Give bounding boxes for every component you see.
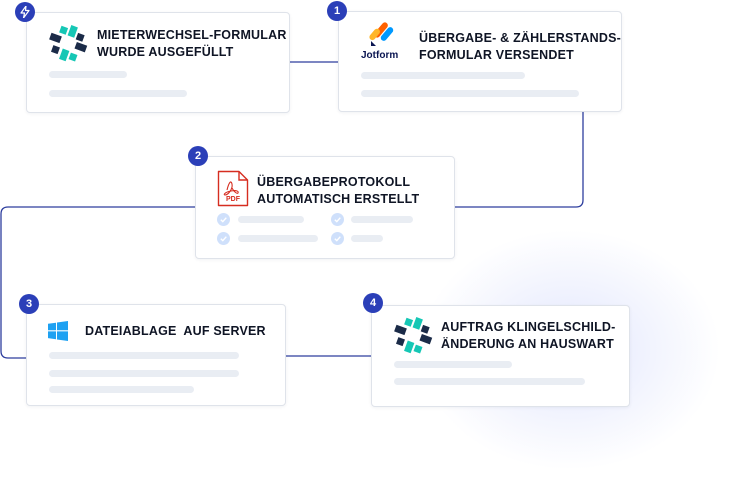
connector-step2-to-step3	[0, 206, 195, 359]
placeholder-bar	[49, 71, 127, 78]
placeholder-bar	[49, 90, 187, 97]
step-badge-3: 3	[19, 294, 39, 314]
server-title: DATEIABLAGE AUF SERVER	[85, 324, 266, 338]
connector-step1-to-step2	[454, 110, 584, 208]
hauswart-card[interactable]: AUFTRAG KLINGELSCHILD- ÄNDERUNG AN HAUSW…	[371, 305, 630, 407]
step-badge-4: 4	[363, 293, 383, 313]
check-icon	[331, 232, 344, 245]
placeholder-bar	[351, 216, 413, 223]
trigger-card[interactable]: MIETERWECHSEL-FORMULAR WURDE AUSGEFÜLLT	[26, 12, 290, 113]
bolt-icon	[20, 6, 30, 18]
check-icon	[217, 213, 230, 226]
trigger-title: MIETERWECHSEL-FORMULAR WURDE AUSGEFÜLLT	[97, 28, 287, 59]
check-icon	[217, 232, 230, 245]
placeholder-bar	[49, 370, 239, 377]
cross-logo-icon	[394, 317, 433, 354]
hauswart-title: AUFTRAG KLINGELSCHILD- ÄNDERUNG AN HAUSW…	[441, 320, 616, 351]
jotform-title: ÜBERGABE- & ZÄHLERSTANDS- FORMULAR VERSE…	[419, 31, 621, 62]
pdf-card[interactable]: PDF ÜBERGABEPROTOKOLL AUTOMATISCH ERSTEL…	[195, 156, 455, 259]
jotform-logo-icon	[369, 22, 394, 46]
placeholder-bar	[361, 90, 579, 97]
placeholder-bar	[351, 235, 383, 242]
placeholder-bar	[49, 352, 239, 359]
pdf-icon	[217, 170, 249, 207]
windows-logo-icon	[48, 321, 68, 341]
placeholder-bar	[49, 386, 194, 393]
pdf-icon-label: PDF	[226, 196, 240, 203]
jotform-brand-label: Jotform	[361, 50, 399, 61]
jotform-card[interactable]: Jotform ÜBERGABE- & ZÄHLERSTANDS- FORMUL…	[338, 11, 622, 112]
pdf-title: ÜBERGABEPROTOKOLL AUTOMATISCH ERSTELLT	[257, 175, 420, 206]
cross-logo-icon	[49, 25, 88, 62]
server-card[interactable]: DATEIABLAGE AUF SERVER	[26, 304, 286, 406]
placeholder-bar	[394, 378, 585, 385]
check-icon	[331, 213, 344, 226]
placeholder-bar	[361, 72, 525, 79]
step-badge-2: 2	[188, 146, 208, 166]
placeholder-bar	[238, 235, 318, 242]
placeholder-bar	[394, 361, 512, 368]
bolt-badge	[15, 2, 35, 22]
step-badge-1: 1	[327, 1, 347, 21]
placeholder-bar	[238, 216, 304, 223]
